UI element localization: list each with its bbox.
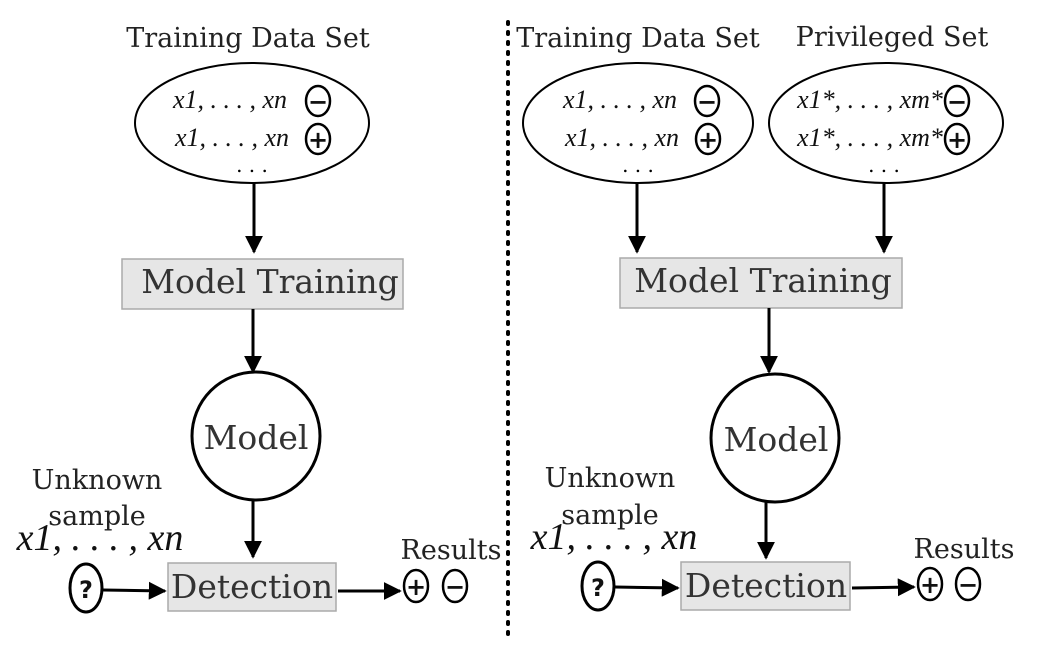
privileged-row-2: x1*, . . . , xm* bbox=[796, 123, 943, 152]
left-result-minus-circle bbox=[441, 568, 469, 604]
right-detection-label: Detection bbox=[685, 566, 847, 605]
privileged-ellipsis: . . . bbox=[868, 153, 900, 177]
right-data-row-2: x1, . . . , xn bbox=[564, 123, 679, 152]
right-data-row-1: x1, . . . , xn bbox=[562, 85, 677, 114]
left-panel: Training Data Set x1, . . . , xn − x1, .… bbox=[16, 23, 502, 614]
left-results-label: Results bbox=[401, 535, 502, 566]
privileged-row-2-sign-circle bbox=[943, 122, 971, 156]
privileged-row-2-sign: + bbox=[947, 126, 967, 154]
right-unknown-label-line1: Unknown bbox=[545, 463, 676, 494]
left-result-minus: − bbox=[445, 573, 465, 601]
left-data-row-1-sign-circle bbox=[304, 84, 332, 118]
right-panel: Training Data Set Privileged Set x1, . .… bbox=[516, 22, 1015, 612]
privileged-row-1: x1*, . . . , xm* bbox=[796, 85, 943, 114]
left-data-ellipsis: . . . bbox=[236, 153, 268, 177]
left-result-plus: + bbox=[406, 573, 426, 601]
right-data-row-2-sign-circle bbox=[694, 122, 722, 156]
left-unknown-label-line1: Unknown bbox=[32, 465, 163, 496]
privileged-set-ellipse bbox=[768, 62, 1004, 184]
right-result-minus: − bbox=[958, 571, 978, 599]
left-training-data-title: Training Data Set bbox=[126, 23, 370, 54]
right-model-circle bbox=[709, 372, 841, 504]
left-training-data-ellipse bbox=[134, 62, 370, 184]
left-data-row-2-sign: + bbox=[308, 126, 328, 154]
right-result-plus-circle bbox=[916, 566, 944, 602]
right-unknown-vector: x1, . . . , xn bbox=[530, 516, 698, 558]
right-arrow-sample-to-detection bbox=[614, 578, 680, 597]
right-result-plus: + bbox=[920, 571, 940, 599]
right-model-label: Model bbox=[724, 420, 829, 459]
right-data-row-2-sign: + bbox=[698, 126, 718, 154]
left-unknown-symbol: ? bbox=[79, 576, 93, 604]
privileged-set-title: Privileged Set bbox=[796, 22, 989, 53]
privileged-row-1-sign-circle bbox=[943, 84, 971, 118]
left-model-circle bbox=[190, 370, 322, 502]
left-unknown-vector: x1, . . . , xn bbox=[16, 517, 184, 559]
right-unknown-symbol: ? bbox=[591, 574, 605, 602]
left-model-training-box bbox=[121, 258, 404, 310]
privileged-row-1-sign: − bbox=[947, 88, 967, 116]
left-unknown-sample-icon bbox=[68, 562, 104, 614]
left-data-row-1: x1, . . . , xn bbox=[172, 85, 287, 114]
right-training-data-title: Training Data Set bbox=[516, 23, 760, 54]
right-unknown-sample-icon bbox=[580, 560, 616, 612]
left-detection-box bbox=[167, 562, 337, 612]
right-data-row-1-sign-circle bbox=[693, 84, 721, 118]
left-data-row-1-sign: − bbox=[308, 88, 328, 116]
left-unknown-label-line2: sample bbox=[48, 501, 145, 532]
right-model-training-box bbox=[619, 257, 903, 309]
left-arrow-sample-to-detection bbox=[102, 581, 167, 600]
right-detection-box bbox=[680, 561, 851, 611]
right-unknown-label-line2: sample bbox=[561, 500, 658, 531]
right-data-ellipsis: . . . bbox=[622, 153, 654, 177]
left-model-training-label: Model Training bbox=[141, 262, 399, 301]
left-result-plus-circle bbox=[402, 568, 430, 604]
right-data-row-1-sign: − bbox=[697, 88, 717, 116]
left-data-row-2: x1, . . . , xn bbox=[174, 123, 289, 152]
right-model-training-label: Model Training bbox=[634, 261, 892, 300]
right-result-minus-circle bbox=[954, 566, 982, 602]
right-arrow-detection-to-results bbox=[851, 578, 916, 597]
left-detection-label: Detection bbox=[171, 567, 333, 606]
left-data-row-2-sign-circle bbox=[304, 122, 332, 156]
left-model-label: Model bbox=[204, 418, 309, 457]
right-results-label: Results bbox=[914, 534, 1015, 565]
